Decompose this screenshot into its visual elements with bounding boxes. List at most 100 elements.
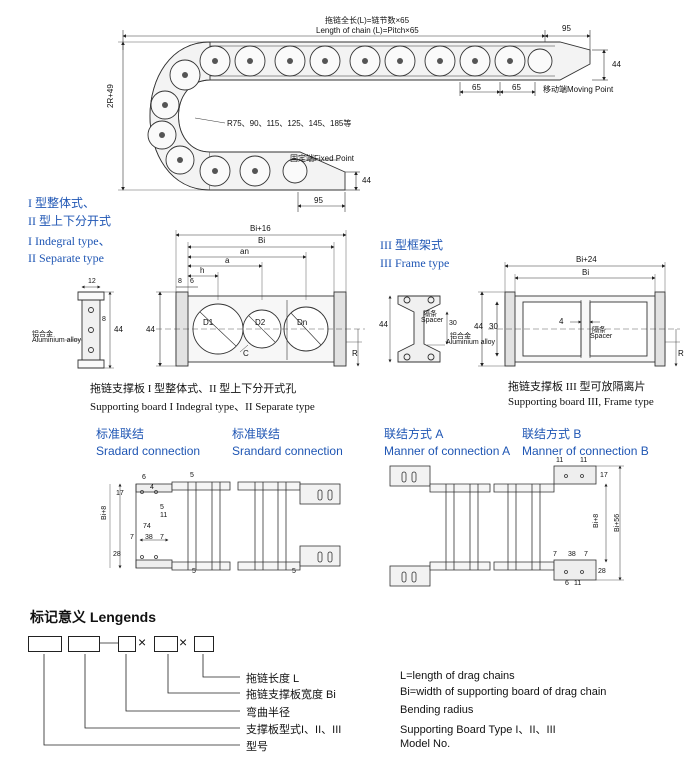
dim-65-a: 65 [472,83,481,92]
code-box-board-type [68,636,100,652]
b3-dim-44: 44 [379,320,388,329]
total-length-cn: 拖链全长(L)=链节数×65 [325,16,410,25]
dim-2r49: 2R+49 [106,84,115,108]
b1-alloy-cn: 铝合金 [32,331,53,338]
b-11c: 11 [574,580,582,587]
legend-item-en-1: L=length of drag chains [400,670,515,682]
conn-a-title-cn: 联结方式 A [384,427,444,441]
code-box-length [194,636,214,652]
legend-item-cn-3: 弯曲半径 [246,707,290,719]
dim-44-right: 44 [612,60,621,69]
b1-dim-h: h [200,266,205,275]
b3-alloy-cn: 铝合金 [450,333,471,340]
b1-dim-bi: Bi [258,236,266,245]
legend-item-en-2: Bi=width of supporting board of drag cha… [400,686,607,698]
c-d17: 17 [116,490,124,497]
b-7a: 7 [553,551,557,558]
b3-caption-cn: 拖链支撑板 III 型可放隔离片 [508,381,646,393]
dim-44-fixed: 44 [362,176,371,185]
b1-alloy-en: Aluminium alloy [32,337,82,344]
b-11b: 11 [580,457,588,464]
c-d5d: 5 [292,568,296,575]
b-6: 6 [565,580,569,587]
conn-b-title-cn: 联结方式 B [522,427,582,441]
b1-dn: Dn [297,318,308,327]
b-17: 17 [600,472,608,479]
b1-dim-44: 44 [114,325,123,334]
b1-caption-cn: 拖链支撑板 I 型整体式、II 型上下分开式孔 [90,383,297,395]
c-d4: 4 [150,484,154,491]
b3-r: R [678,349,684,358]
b1-dim-an: an [240,247,249,256]
chain-overview-drawing [118,30,608,212]
type-line1: I 型整体式、 [28,196,95,210]
b-38: 38 [568,551,576,558]
std2-title-en: Srandard connection [232,444,343,458]
board-type-3-drawing [388,262,680,367]
conn-a-title-en: Manner of connection A [384,444,511,458]
type-line3: I Indegral type、 [28,234,111,248]
b1-dim-44b: 44 [146,325,155,334]
c-d6: 6 [142,474,146,481]
b-bi56: Bi+56 [614,513,621,532]
b3-spacer-cn2: 隔条 [592,327,606,334]
dim-65-b: 65 [512,83,521,92]
c-d5a: 5 [190,472,194,479]
c-d74: 74 [143,523,151,530]
c-d7a: 7 [130,534,134,541]
legend-title: 标记意义 Lengends [30,609,157,625]
b1-dim-a: a [225,256,230,265]
standard-connection-2 [237,481,341,571]
radius-list: R75、90、115、125、145、185等 [227,119,352,128]
b3-spacer-cn: 隔条 [423,311,437,318]
b1-r: R [352,349,358,358]
c-d38: 38 [145,534,153,541]
code-box-radius [118,636,136,652]
std1-title-cn: 标准联结 [96,427,145,441]
moving-point-label: 移动端Moving Point [543,85,614,94]
type-line2: II 型上下分开式 [28,214,111,228]
b1-dim-8b: 8 [178,278,182,285]
connection-drawings [109,465,624,587]
connection-b [493,465,624,581]
type-line4: II Separate type [28,251,104,265]
legend-item-en-4: Supporting Board Type I、II、III [400,724,556,736]
b3-dim-bi24: Bi+24 [576,255,597,264]
b3-alloy-en: Aluminium alloy [446,339,496,346]
b3-dim-30b: 30 [489,322,498,331]
b1-dim-8: 8 [102,316,106,323]
legend-item-en-5: Model No. [400,738,451,750]
c-d5c: 5 [192,568,196,575]
b3-dim-4: 4 [559,317,564,326]
c-d11: 11 [160,512,168,519]
b3-dim-30: 30 [449,320,457,327]
code-box-model [28,636,62,652]
legend-item-cn-1: 拖链长度 L [246,673,300,685]
legend-item-cn-4: 支撑板型式I、II、III [246,724,342,736]
legend-leaders [43,642,240,746]
code-box-width [154,636,178,652]
legend-item-cn-5: 型号 [246,741,268,753]
b1-dim-bi16: Bi+16 [250,224,271,233]
total-length-en: Length of chain (L)=Pitch×65 [316,26,419,35]
b1-dim-6: 6 [190,278,194,285]
times-icon-1: × [138,634,147,650]
b3-spacer-en: Spacer [421,317,444,324]
b3-dim-44b: 44 [474,322,483,331]
b1-caption-en: Supporting board I Indegral type、II Sepa… [90,401,315,413]
b-11a: 11 [556,457,564,464]
legend-item-en-3: Bending radius [400,704,474,716]
c-bi8: Bi+8 [101,505,108,520]
connection-a [389,465,491,587]
conn-b-title-en: Manner of connection B [522,444,649,458]
b1-c: C [243,349,249,358]
c-d7b: 7 [160,534,164,541]
b3-dim-bi: Bi [582,268,590,277]
b-7b: 7 [584,551,588,558]
std1-title-en: Sradard connection [96,444,201,458]
c-d5b: 5 [160,504,164,511]
c-d28: 28 [113,551,121,558]
legend-item-cn-2: 拖链支撑板宽度 Bi [246,689,336,701]
times-icon-2: × [179,634,188,650]
